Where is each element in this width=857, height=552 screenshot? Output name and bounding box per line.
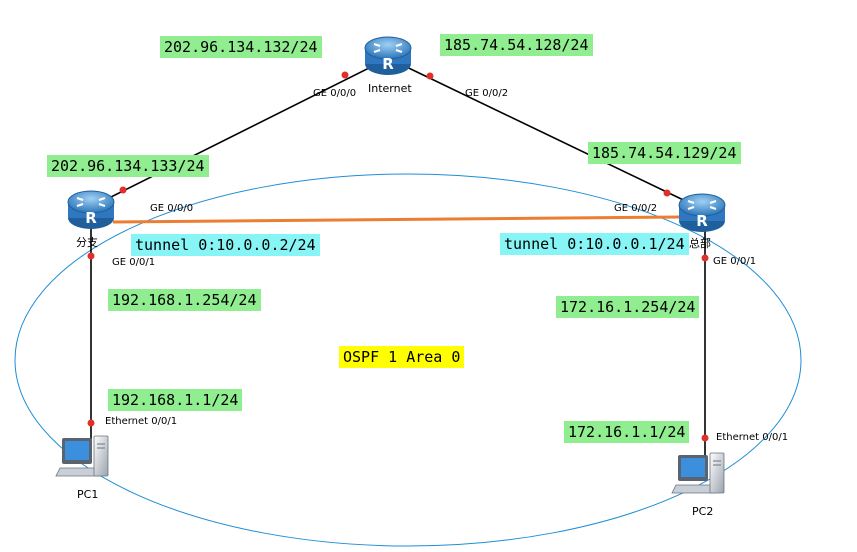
port-label: GE 0/0/0	[150, 203, 194, 214]
port-label: GE 0/0/1	[713, 256, 757, 267]
subnet-label: 172.16.1.254/24	[556, 296, 700, 318]
tunnel-label-hq: tunnel 0:10.0.0.1/24	[500, 233, 689, 255]
subnet-label: 172.16.1.1/24	[564, 421, 690, 443]
port-label: Ethernet 0/0/1	[105, 416, 178, 427]
port-label: GE 0/0/1	[112, 257, 156, 268]
ospf-area-label: OSPF 1 Area 0	[339, 346, 465, 368]
pc-icon[interactable]	[55, 435, 109, 477]
subnet-label: 202.96.134.132/24	[160, 36, 322, 58]
subnet-label: 192.168.1.254/24	[108, 289, 261, 311]
pc-icon[interactable]	[671, 452, 725, 494]
port-dot	[87, 252, 95, 260]
port-dot	[119, 186, 127, 194]
subnet-label: 185.74.54.128/24	[440, 34, 593, 56]
port-dot	[426, 72, 434, 80]
port-dot	[87, 419, 95, 427]
router-icon[interactable]	[364, 36, 412, 76]
ospf-area-ellipse	[14, 173, 802, 547]
link-internet-branch	[94, 59, 386, 206]
tunnel-label-branch: tunnel 0:10.0.0.2/24	[131, 234, 320, 256]
port-label: GE 0/0/2	[465, 88, 509, 99]
link-internet-hq	[391, 59, 701, 209]
port-dot	[341, 71, 349, 79]
port-dot	[701, 254, 709, 262]
device-name-branch: 分支	[76, 236, 98, 249]
port-label: GE 0/0/2	[614, 203, 658, 214]
port-dot	[663, 189, 671, 197]
router-icon[interactable]	[67, 190, 115, 230]
subnet-label: 185.74.54.129/24	[588, 142, 741, 164]
port-label: Ethernet 0/0/1	[716, 432, 789, 443]
subnet-label: 192.168.1.1/24	[108, 389, 243, 411]
device-name-internet: Internet	[368, 82, 412, 95]
device-name-pc1: PC1	[77, 488, 99, 501]
tunnel-link	[112, 215, 681, 224]
port-dot	[701, 434, 709, 442]
subnet-label: 202.96.134.133/24	[47, 155, 209, 177]
device-name-pc2: PC2	[692, 505, 714, 518]
router-icon[interactable]	[678, 193, 726, 233]
device-name-hq: 总部	[689, 237, 711, 250]
port-label: GE 0/0/0	[313, 88, 357, 99]
